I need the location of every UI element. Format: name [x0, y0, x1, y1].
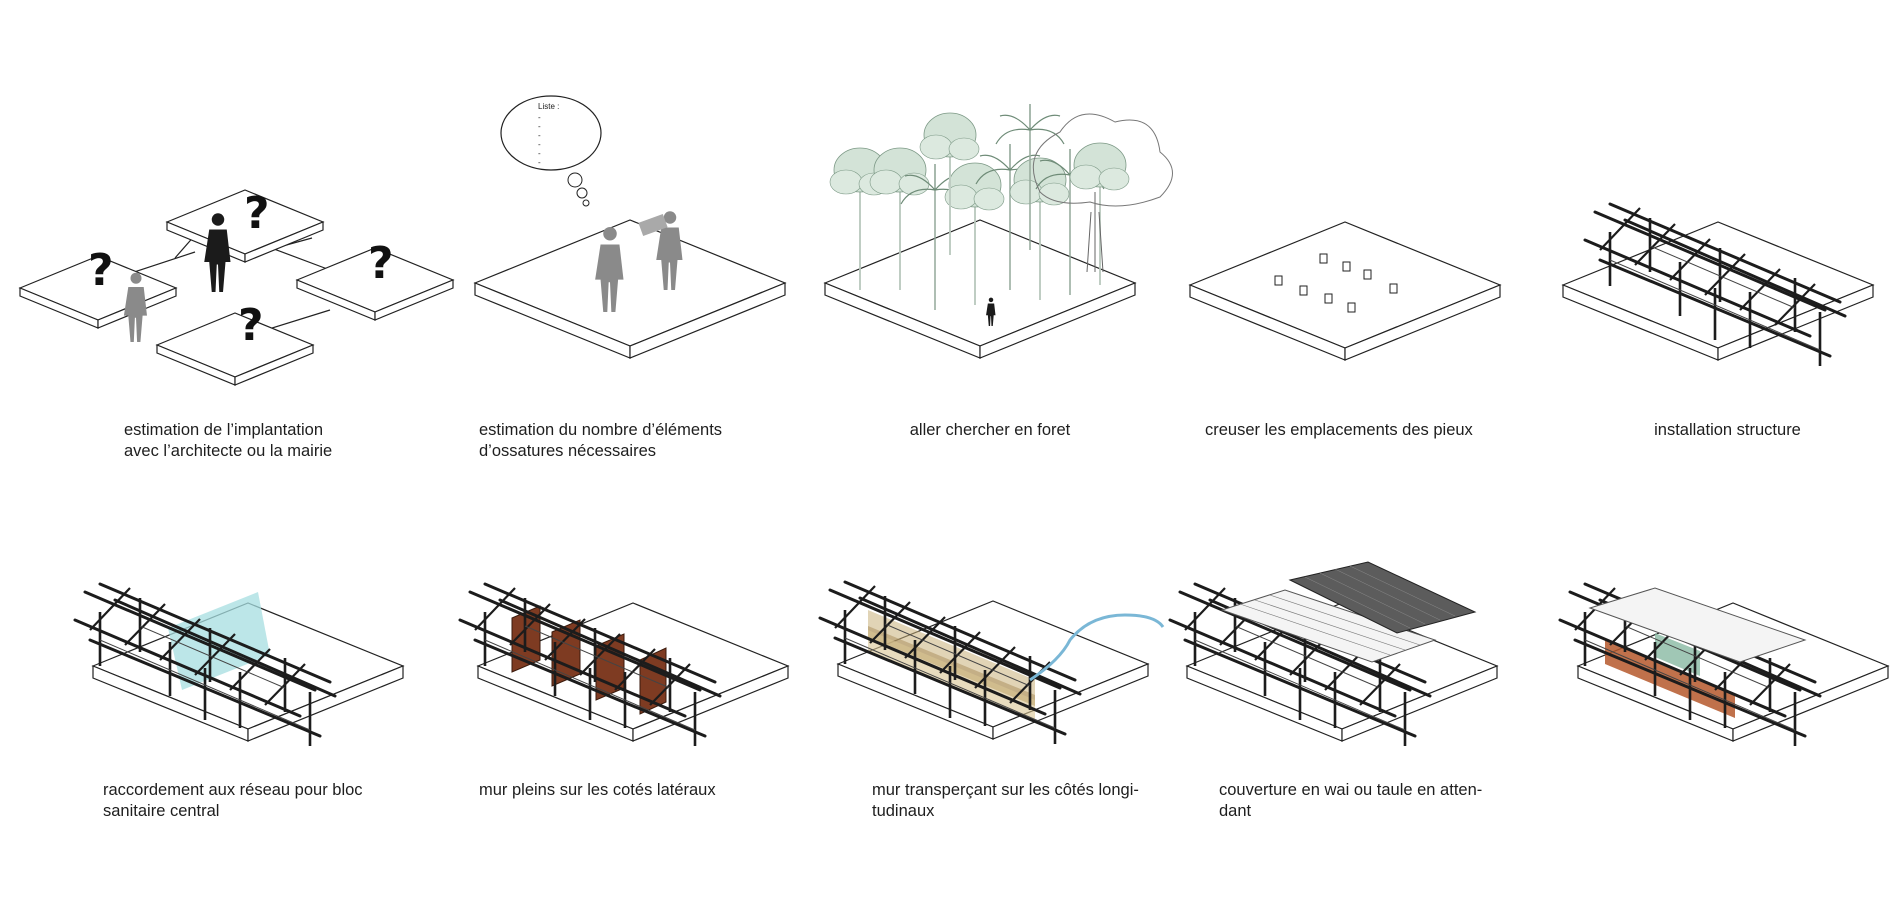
panel-raccordement	[73, 582, 404, 748]
caption-step-8: mur transperçant sur les côtés longi-tud…	[872, 781, 1139, 820]
svg-text:-: -	[538, 140, 541, 149]
wai-roof	[1220, 589, 1437, 663]
caption-step-5: installation structure	[1654, 421, 1801, 439]
panel-couverture	[1168, 561, 1498, 748]
panel-structure	[1562, 202, 1874, 368]
question-mark-icon: ?	[368, 238, 394, 289]
caption-step-3: aller chercher en foret	[909, 421, 1071, 439]
caption-step-9: couverture en wai ou taule en atten-dant	[1219, 781, 1483, 820]
plan-sheet	[638, 213, 668, 237]
caption-step-7: mur pleins sur les cotés latéraux	[479, 781, 716, 799]
sanitary-block	[168, 592, 270, 690]
panel-estimation-elements: Liste : - - - - - -	[474, 95, 786, 359]
panel-foret	[824, 103, 1173, 359]
svg-text:-: -	[538, 113, 541, 122]
panel-estimation-implantation: ? ? ? ?	[19, 188, 454, 386]
list-bullets: - - - - - -	[538, 113, 541, 167]
caption-step-4: creuser les emplacements des pieux	[1205, 421, 1473, 439]
svg-text:-: -	[538, 122, 541, 131]
site-plate-south	[156, 312, 314, 386]
water-pipe	[1029, 613, 1165, 682]
panel-murs-pleins	[458, 582, 789, 748]
final-roof	[1588, 587, 1807, 663]
panel-final	[1558, 582, 1889, 748]
svg-text:-: -	[538, 131, 541, 140]
question-mark-icon: ?	[88, 245, 114, 296]
svg-text:-: -	[538, 149, 541, 158]
panel-murs-transpercants	[818, 580, 1165, 746]
svg-text:-: -	[538, 158, 541, 167]
thought-bubble	[500, 95, 602, 171]
list-title: Liste :	[538, 102, 559, 111]
pile-holes	[1274, 253, 1398, 313]
sheet-metal-roof	[1288, 561, 1477, 634]
question-mark-icon: ?	[244, 188, 270, 239]
panel-pieux	[1189, 221, 1501, 361]
big-tree-outline	[1032, 113, 1173, 273]
question-mark-icon: ?	[238, 300, 264, 351]
